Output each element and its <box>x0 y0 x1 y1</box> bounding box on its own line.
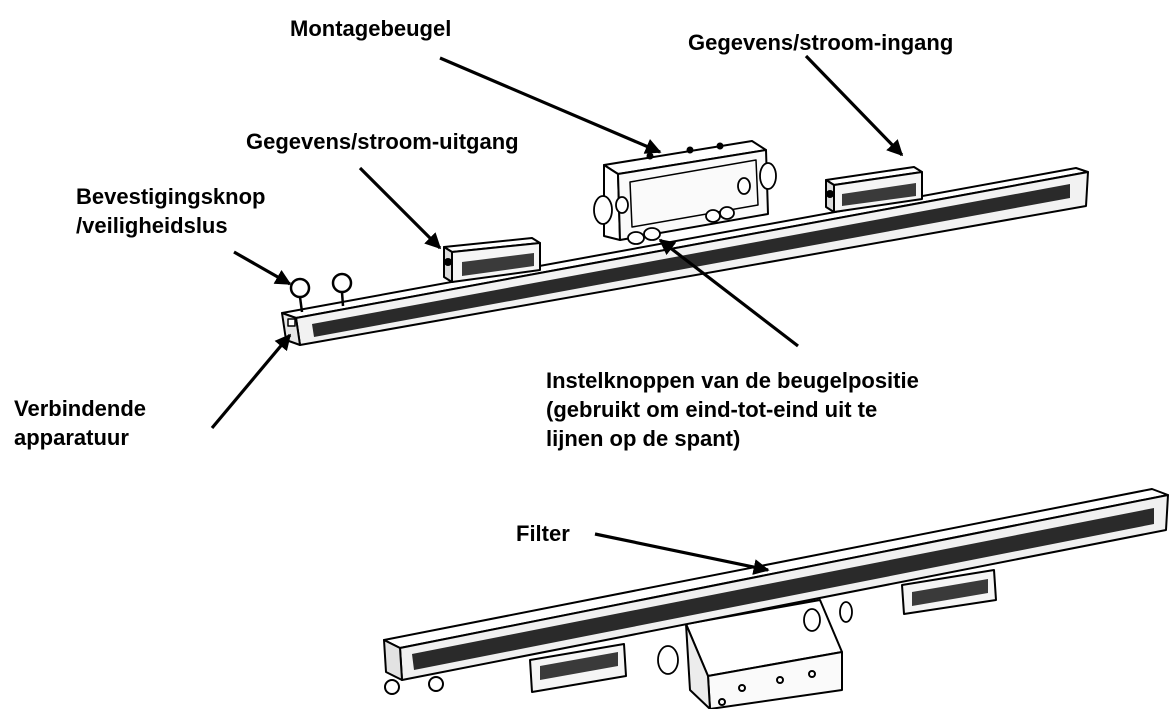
bottom-data-connector-left <box>529 643 627 693</box>
bottom-bar-filter-strip <box>412 508 1154 670</box>
label-data-power-out: Gegevens/stroom-uitgang <box>246 129 519 154</box>
data-in-connector <box>825 166 923 213</box>
wing-knob-bottom-right <box>705 206 735 223</box>
top-fixture <box>281 140 1089 346</box>
label-adjust-line2: (gebruikt om eind-tot-eind uit te <box>546 397 878 422</box>
wing-knob-right <box>737 162 777 195</box>
label-linking-line1: Verbindende <box>14 396 147 421</box>
bottom-data-connector-right <box>901 569 997 615</box>
label-linking-line2: apparatuur <box>14 425 129 450</box>
arrow-data-power-in <box>804 54 904 157</box>
arrow-linking <box>210 333 292 430</box>
bottom-bar-end-cap <box>383 639 403 681</box>
bottom-eye-bolts <box>384 676 444 695</box>
data-out-connector <box>443 237 541 283</box>
label-filter: Filter <box>516 521 570 546</box>
label-safety-knob-line1: Bevestigingsknop <box>76 184 266 209</box>
bottom-wing-knob-right <box>803 601 853 632</box>
label-adjust-line1: Instelknoppen van de beugelpositie <box>546 368 919 393</box>
label-safety-knob-line2: /veiligheidslus <box>76 213 228 238</box>
label-data-power-in: Gegevens/stroom-ingang <box>688 30 954 55</box>
top-bar-lens-strip <box>312 184 1070 337</box>
eye-bolt-left <box>289 277 311 313</box>
arrow-safety-knob <box>233 250 292 286</box>
label-adjust-line3: lijnen op de spant) <box>546 426 741 451</box>
label-mounting-bracket: Montagebeugel <box>290 16 452 41</box>
arrow-mounting-bracket <box>439 56 662 154</box>
wing-knob-bottom-left <box>627 227 661 245</box>
bottom-wing-knob-left <box>657 645 679 675</box>
label-adjust-knobs: Instelknoppen van de beugelpositie (gebr… <box>546 366 919 453</box>
wing-knob-left <box>593 195 629 225</box>
label-linking: Verbindende apparatuur <box>14 394 146 452</box>
arrow-adjust-knobs <box>658 238 799 348</box>
bottom-fixture <box>383 488 1169 709</box>
label-safety-knob: Bevestigingsknop /veiligheidslus <box>76 182 265 240</box>
bottom-mounting-bracket <box>685 599 843 709</box>
eye-bolt-right <box>331 272 353 307</box>
arrow-data-power-out <box>358 166 442 250</box>
arrow-filter <box>594 532 770 575</box>
